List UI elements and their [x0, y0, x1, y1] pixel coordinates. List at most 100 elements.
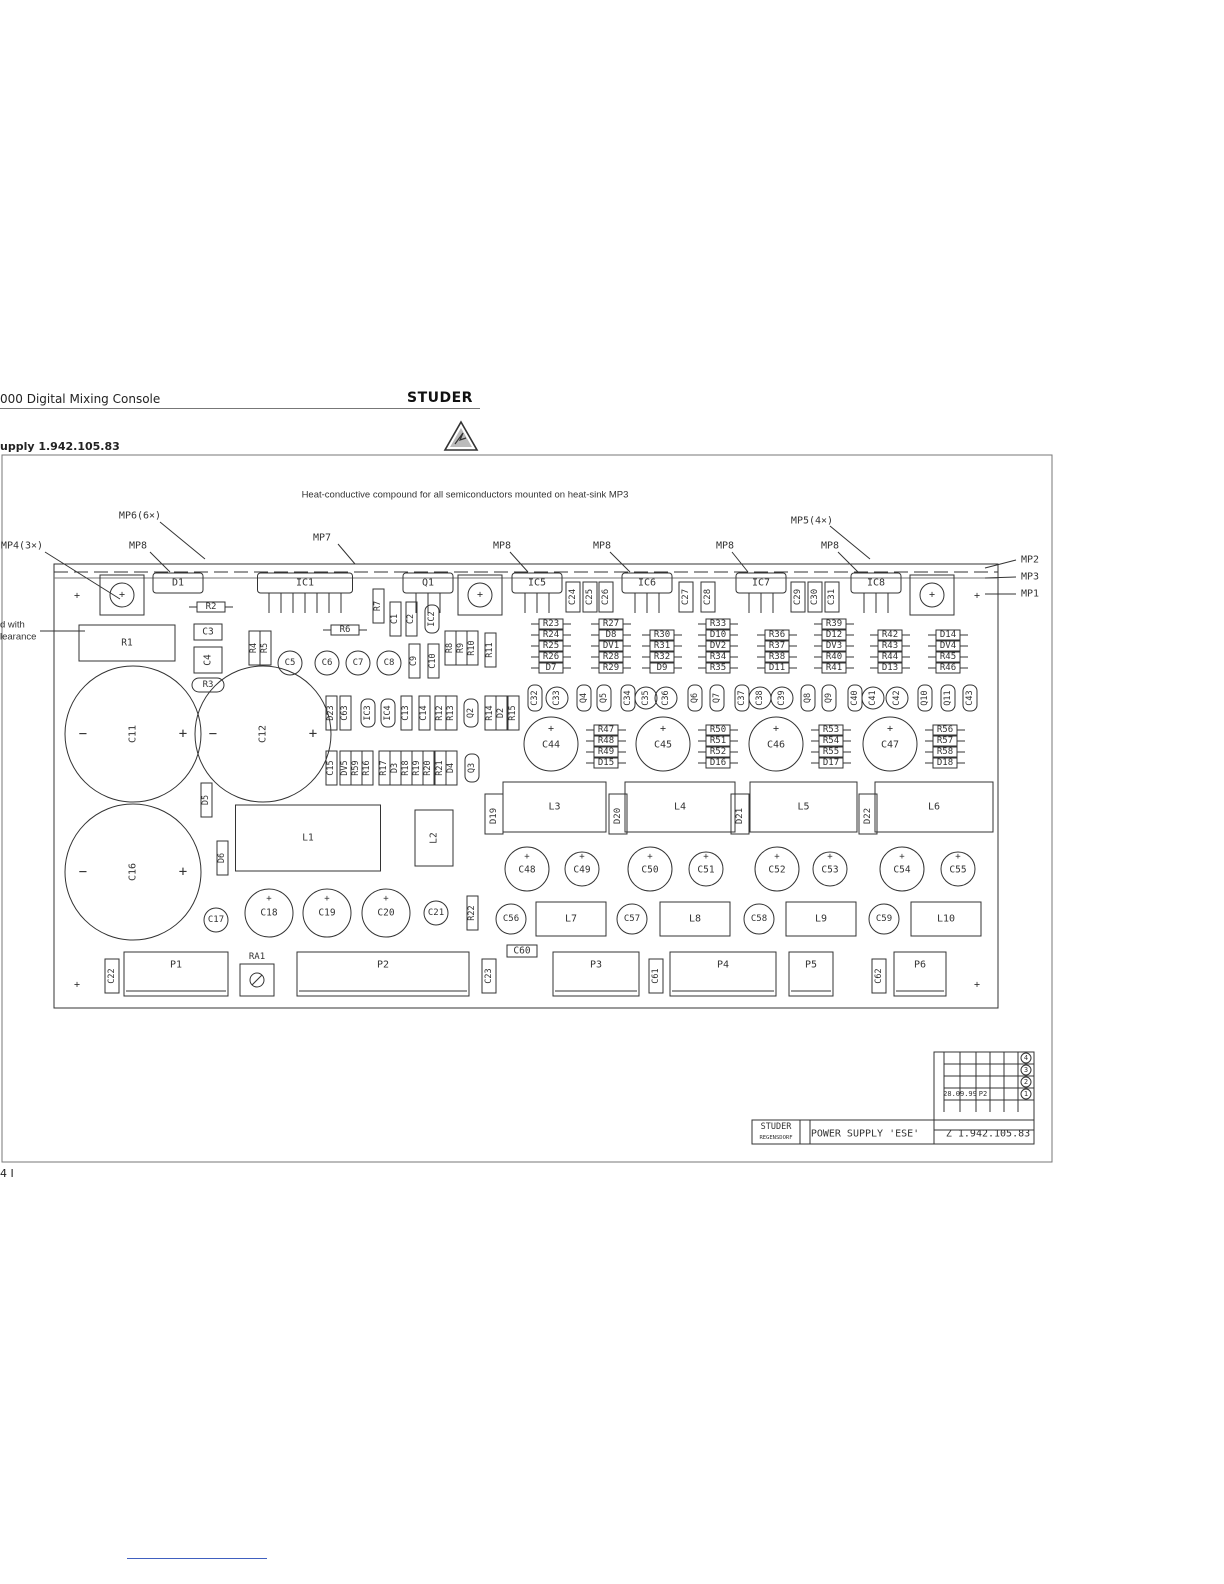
component-c3 [193, 623, 223, 641]
label-c46: C46 [767, 740, 785, 751]
label-r10: R10 [467, 640, 477, 655]
label-r16: R16 [362, 760, 372, 775]
label-r17: R17 [379, 760, 389, 775]
label-r34: R34 [710, 652, 726, 662]
label-c44: C44 [542, 740, 560, 751]
rev-circle-4 [1020, 1052, 1032, 1064]
callout-mp8-2: MP8 [129, 541, 147, 552]
callout-mp5-4-8: MP5(4×) [791, 516, 833, 527]
callout-mp7-3: MP7 [313, 533, 331, 544]
callout-leader-mp2 [984, 559, 1017, 569]
header-rule [0, 408, 480, 409]
label-ic8: IC8 [867, 578, 885, 589]
label-r6: R6 [340, 625, 351, 635]
label-c51: C51 [697, 865, 714, 876]
section-title: upply 1.942.105.83 [0, 440, 120, 453]
board-corner-mark-3: + [974, 980, 980, 991]
component-c30 [807, 581, 823, 613]
label-c43: C43 [965, 690, 975, 705]
label-c48: C48 [518, 865, 535, 876]
component-d6 [216, 840, 229, 876]
component-c62 [871, 958, 887, 994]
label-q7: Q7 [712, 693, 722, 703]
callout-mp8-6: MP8 [716, 541, 734, 552]
label-r21: R21 [435, 760, 445, 775]
component-d5 [200, 782, 213, 818]
label-r20: R20 [423, 760, 433, 775]
label-q4: Q4 [579, 693, 589, 703]
component-c25 [582, 581, 598, 613]
label-r45: R45 [940, 652, 956, 662]
component-q9 [821, 684, 837, 712]
label-c16: C16 [128, 863, 139, 881]
component-c19 [302, 888, 352, 938]
callout-leader-mp4 [44, 551, 121, 600]
component-c13 [400, 695, 413, 731]
label-r58: R58 [937, 747, 953, 757]
label-c59: C59 [876, 914, 892, 924]
component-d4 [445, 750, 458, 786]
footer-link-line [127, 1558, 267, 1559]
polarity-c54: + [899, 852, 905, 862]
label-r51: R51 [710, 736, 726, 746]
component-q7 [709, 684, 725, 712]
label-r36: R36 [769, 630, 785, 640]
label-r12: R12 [435, 705, 445, 720]
title-number: Z 1.942.105.83 [946, 1129, 1030, 1140]
label-d13: D13 [882, 663, 898, 673]
component-c28 [700, 581, 716, 613]
rev-number-1: 1 [1024, 1090, 1028, 1098]
component-c5 [277, 650, 303, 676]
label-c35: C35 [641, 690, 651, 705]
component-d2 [495, 695, 508, 731]
polarity-c44: + [548, 724, 554, 735]
component-c17 [203, 907, 229, 933]
label-dv4: DV4 [940, 641, 956, 651]
label-c37: C37 [737, 690, 747, 705]
label-d8: D8 [606, 630, 617, 640]
callout-mp8-4: MP8 [493, 541, 511, 552]
title-city: REGENSDORF [759, 1135, 792, 1141]
label-d1: D1 [172, 578, 184, 589]
rev-number-3: 3 [1024, 1066, 1028, 1074]
label-p2: P2 [377, 960, 389, 971]
label-c18: C18 [260, 908, 277, 919]
label-d15: D15 [598, 758, 614, 768]
component-c24 [565, 581, 581, 613]
component-c32 [527, 684, 543, 712]
component-c44 [523, 716, 579, 772]
component-c4 [193, 646, 223, 674]
label-ic6: IC6 [638, 578, 656, 589]
label-r18: R18 [401, 760, 411, 775]
component-r11 [484, 632, 497, 668]
label-c21: C21 [428, 908, 444, 918]
component-ra1 [239, 963, 275, 997]
pcb-layout-diagram: Heat-conductive compound for all semicon… [0, 454, 1053, 1163]
label-r2: R2 [206, 602, 217, 612]
label-r26: R26 [543, 652, 559, 662]
callout-leader-mp8-5 [837, 551, 859, 573]
label-ic2: IC2 [427, 611, 437, 626]
component-d20 [608, 793, 628, 835]
label-dv1: DV1 [603, 641, 619, 651]
callout-leader-mp5 [829, 525, 871, 560]
label-r30: R30 [654, 630, 670, 640]
label-c15: C15 [326, 760, 336, 775]
component-c31 [824, 581, 840, 613]
title-rev: P2 [979, 1090, 987, 1098]
label-q2: Q2 [466, 708, 476, 718]
component-c11 [64, 665, 202, 803]
label-d4: D4 [446, 763, 456, 773]
callout-mp4-3-1: MP4(3×) [1, 541, 43, 552]
mount-pad-1 [457, 574, 503, 616]
component-c16 [64, 803, 202, 941]
label-d10: D10 [710, 630, 726, 640]
component-c19-plus: + [324, 894, 330, 904]
label-r44: R44 [882, 652, 898, 662]
label-r14: R14 [485, 705, 495, 720]
label-d18: D18 [937, 758, 953, 768]
label-r5: R5 [260, 643, 270, 653]
component-c2 [405, 601, 418, 637]
side-note-1: d with [0, 620, 25, 631]
rev-circle-3 [1020, 1064, 1032, 1076]
